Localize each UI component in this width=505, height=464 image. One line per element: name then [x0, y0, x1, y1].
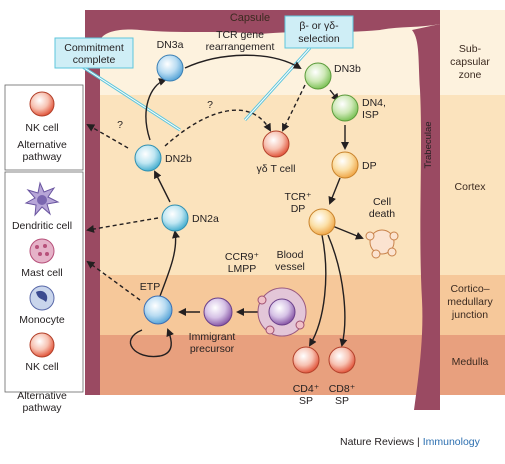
arrow-dn2b-dn3a: [145, 78, 167, 141]
capsule: [85, 10, 440, 410]
question-mark-2: ?: [207, 99, 213, 111]
tcr-dp-label-1: TCR⁺: [284, 191, 312, 203]
alt-pathway-bottom-2: pathway: [22, 402, 62, 414]
gd-t-cell: [262, 130, 290, 158]
commitment-callout: Commitment complete: [54, 37, 181, 132]
cmj-label-3: junction: [451, 309, 488, 321]
cell-death-label-1: Cell: [373, 196, 391, 208]
arrow-tcrdp-cd4: [308, 234, 327, 347]
cd4-sp-label-1: CD4⁺: [293, 383, 320, 395]
arrow-dn2b-nk-dashed: [86, 124, 129, 149]
mast-cell-label: Mast cell: [21, 267, 62, 279]
arrow-dn2a-dn2b: [154, 170, 171, 203]
medulla-label: Medulla: [452, 356, 489, 368]
subcapsular-label-1: Sub-: [459, 43, 482, 55]
pathway-arrows: [86, 54, 364, 358]
nk-cell-top-icon: [29, 91, 55, 117]
dn4-label-2: ISP: [362, 109, 379, 121]
dn3b-cell: [304, 62, 332, 90]
lmpp-label-2: LMPP: [228, 263, 257, 275]
journal-section: Immunology: [422, 436, 480, 448]
commitment-label-2: complete: [73, 54, 116, 66]
arrow-etp-dn2a: [159, 230, 180, 297]
selection-callout: β- or γδ- selection: [243, 15, 354, 122]
cell-death-label-2: death: [369, 208, 395, 220]
tcr-label-2: rearrangement: [206, 41, 275, 53]
arrow-dn3b-gdt-dashed: [282, 84, 306, 132]
arrow-dp-tcrdp: [328, 177, 341, 205]
immigrant-precursor-cell: [203, 297, 233, 327]
gd-t-label: γδ T cell: [257, 163, 296, 175]
journal-name: Nature Reviews: [340, 436, 415, 448]
tcr-dp-label-2: DP: [291, 203, 306, 215]
lmpp-label-1: CCR9⁺: [225, 251, 260, 263]
cd4-sp-label-2: SP: [299, 395, 313, 407]
cmj-label-2: medullary: [447, 296, 493, 308]
journal-footer: Nature Reviews | Immunology: [340, 436, 500, 448]
cd8-sp-label-1: CD8⁺: [329, 383, 356, 395]
monocyte-icon: [29, 285, 55, 311]
tcr-dp-cell: [308, 208, 336, 236]
dn2b-cell: [134, 144, 162, 172]
cmj-label-1: Cortico–: [450, 283, 489, 295]
thymocyte-cells: [134, 54, 399, 374]
selection-label-1: β- or γδ-: [299, 20, 339, 32]
selection-label-2: selection: [298, 33, 340, 45]
etp-cell: [143, 295, 173, 325]
cell-labels: DN3a TCR gene rearrangement DN3b DN4, IS…: [140, 29, 396, 407]
dendritic-cell-icon: [24, 181, 60, 217]
trabeculae: [412, 24, 440, 410]
dp-label: DP: [362, 160, 377, 172]
tcr-label-1: TCR gene: [216, 29, 264, 41]
nk-cell-top-label: NK cell: [25, 122, 58, 134]
trabeculae-label: Trabeculae: [423, 121, 434, 168]
arrow-tcrdp-cd8: [327, 234, 348, 347]
dn3b-label: DN3b: [334, 63, 361, 75]
arrow-dn3a-dn3b: [184, 54, 302, 70]
dn3a-label: DN3a: [157, 39, 184, 51]
dn2a-cell: [161, 204, 189, 232]
cd8-sp-cell: [328, 346, 356, 374]
arrow-etp-left-dashed: [86, 260, 141, 301]
zone-labels: Sub- capsular zone Cortex Cortico– medul…: [447, 43, 493, 368]
subcapsular-label-3: zone: [459, 69, 482, 81]
dn4-label-1: DN4,: [362, 97, 386, 109]
immigrant-label-1: Immigrant: [189, 331, 236, 343]
nk-cell-bottom-label: NK cell: [25, 361, 58, 373]
dn2a-label: DN2a: [192, 213, 219, 225]
subcapsular-label-2: capsular: [450, 56, 490, 68]
arrow-dn2a-dendritic-dashed: [86, 217, 159, 233]
dn3a-cell: [156, 54, 184, 82]
alt-pathway-bottom-1: Alternative: [17, 390, 67, 402]
question-mark-1: ?: [117, 119, 123, 131]
dendritic-cell-label: Dendritic cell: [12, 220, 72, 232]
nk-cell-bottom-icon: [29, 332, 55, 358]
cd8-sp-label-2: SP: [335, 395, 349, 407]
monocyte-label: Monocyte: [19, 314, 65, 326]
left-panel: NK cell Alternative pathway Dendritic ce…: [4, 84, 84, 414]
arrow-etp-self: [129, 328, 174, 358]
arrow-dn2b-gdt-dashed: [164, 109, 271, 147]
apoptotic-cell: [365, 229, 399, 259]
dn2b-label: DN2b: [165, 153, 192, 165]
etp-label: ETP: [140, 281, 160, 293]
mast-cell-icon: [29, 238, 55, 264]
arrow-tcrdp-death: [329, 224, 364, 240]
tissue-zones: [85, 10, 505, 395]
footer-separator: |: [414, 436, 423, 448]
immigrant-label-2: precursor: [190, 343, 235, 355]
dp-cell: [331, 151, 359, 179]
blood-vessel: [257, 287, 307, 337]
commitment-label-1: Commitment: [64, 42, 124, 54]
dn4-cell: [331, 94, 359, 122]
blood-vessel-label-1: Blood: [277, 249, 304, 261]
cortex-label: Cortex: [455, 181, 487, 193]
blood-vessel-label-2: vessel: [275, 261, 305, 273]
cd4-sp-cell: [292, 346, 320, 374]
capsule-label: Capsule: [230, 12, 270, 24]
alt-pathway-top-2: pathway: [22, 151, 62, 163]
alt-pathway-top-1: Alternative: [17, 139, 67, 151]
